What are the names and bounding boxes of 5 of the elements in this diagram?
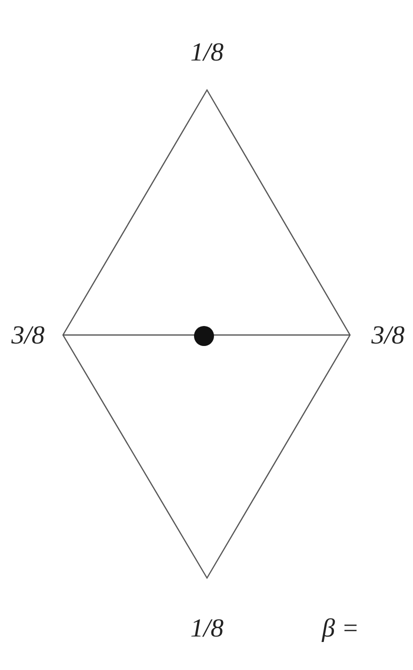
weight-label: 3/8 [11,320,45,352]
weight-label: 1/8 [190,612,224,644]
weight-label: 3/8 [371,320,405,352]
weight-label: 1/8 [190,36,224,68]
formula-text: β = [322,612,359,644]
